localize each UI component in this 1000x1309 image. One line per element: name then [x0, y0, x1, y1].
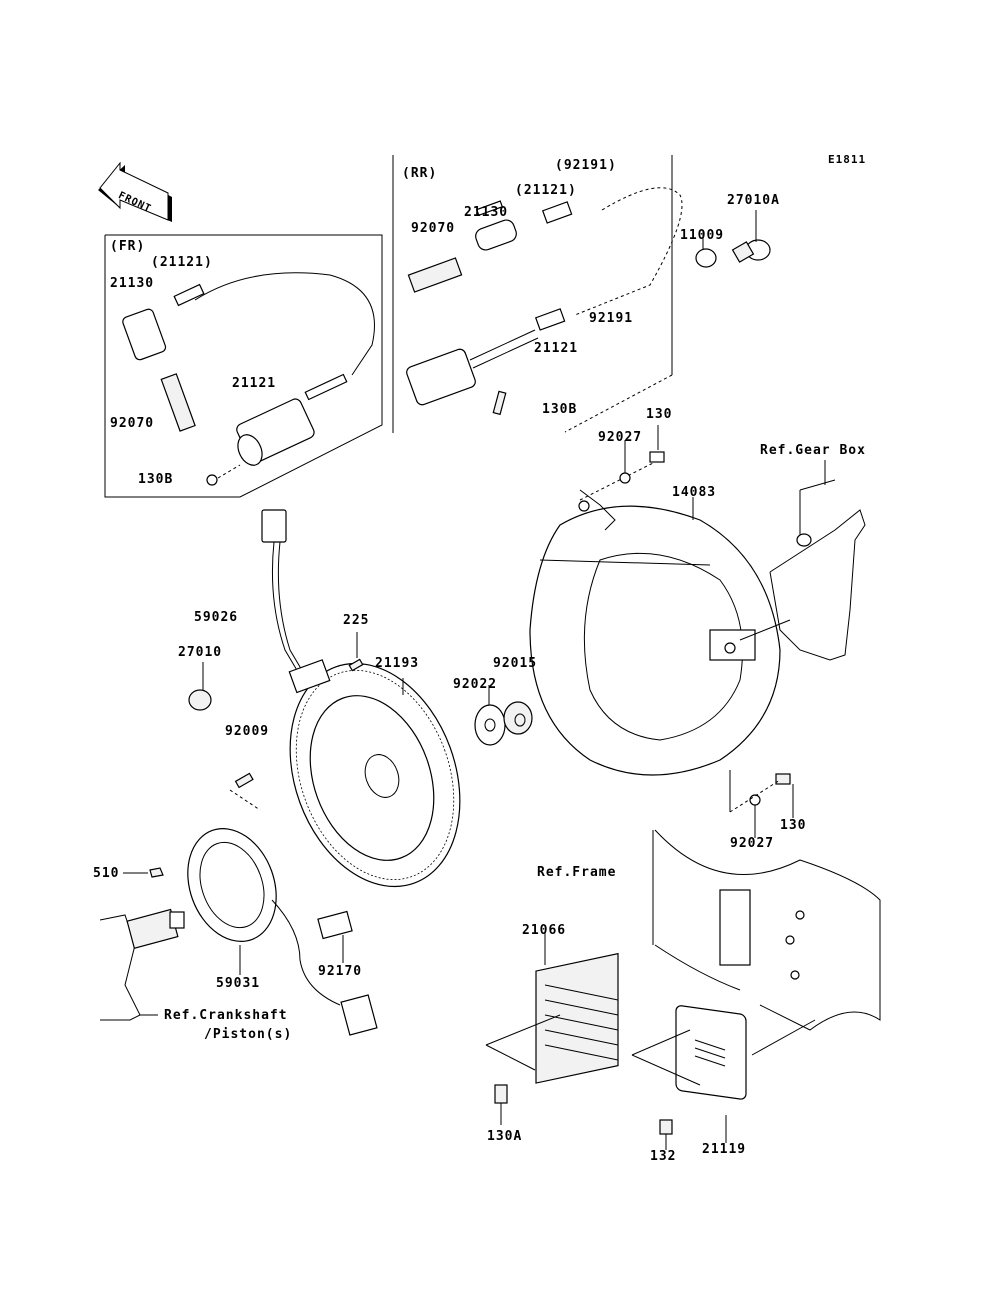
cdi-21119	[631, 1005, 816, 1150]
part-label-130a: 130A	[487, 1129, 523, 1144]
part-label-130b-fr: 130B	[138, 472, 174, 487]
front-arrow-icon	[98, 161, 172, 222]
part-label-59026: 59026	[194, 610, 239, 625]
part-label-92191-ref-rr: (92191)	[555, 158, 617, 173]
pickup-coil-59026	[261, 509, 364, 694]
bolt-130-bottom	[729, 770, 794, 838]
part-label-130-top: 130	[646, 407, 673, 422]
regulator-21066	[485, 932, 619, 1125]
part-label-92015: 92015	[493, 656, 538, 671]
part-label-21121-rr: 21121	[534, 341, 579, 356]
ref-piston-label: /Piston(s)	[204, 1027, 293, 1042]
stator-59031	[187, 828, 378, 1036]
part-label-92070-rr: 92070	[411, 221, 456, 236]
part-label-21121-ref-fr: (21121)	[151, 255, 213, 270]
part-label-92022: 92022	[453, 677, 498, 692]
frame-reference	[652, 829, 881, 1031]
part-label-92170: 92170	[318, 964, 363, 979]
rr-group-bottom-border	[564, 374, 673, 433]
part-label-130-bottom: 130	[780, 818, 807, 833]
part-label-132: 132	[650, 1149, 677, 1164]
fr-group-box	[104, 234, 383, 498]
flywheel-21193	[289, 662, 461, 888]
ref-frame-label: Ref.Frame	[537, 865, 617, 880]
part-label-510: 510	[93, 866, 120, 881]
part-label-92191-rr: 92191	[589, 311, 634, 326]
group-rear-label: (RR)	[402, 166, 438, 181]
part-label-14083: 14083	[672, 485, 717, 500]
part-label-21193: 21193	[375, 656, 420, 671]
part-label-21119: 21119	[702, 1142, 747, 1157]
cover-14083	[529, 425, 781, 776]
part-label-21066: 21066	[522, 923, 567, 938]
part-label-92027-top: 92027	[598, 430, 643, 445]
part-label-130b-rr: 130B	[542, 402, 578, 417]
part-label-225: 225	[343, 613, 370, 628]
bolt-92009	[229, 772, 261, 811]
part-label-21130-fr: 21130	[110, 276, 155, 291]
clamp-92170	[317, 910, 353, 963]
switch-27010a	[695, 210, 771, 268]
gear-box-bracket	[739, 460, 866, 661]
washer-92022	[474, 685, 506, 746]
ref-gear-box-label: Ref.Gear Box	[760, 443, 866, 458]
part-label-21130-rr: 21130	[464, 205, 509, 220]
fr-ignition-coil	[122, 272, 375, 486]
part-label-27010: 27010	[178, 645, 223, 660]
part-label-92009: 92009	[225, 724, 270, 739]
part-label-59031: 59031	[216, 976, 261, 991]
nut-92015	[503, 701, 533, 735]
part-label-21121-ref-rr: (21121)	[515, 183, 577, 198]
part-label-27010a: 27010A	[727, 193, 780, 208]
rr-ignition-coil	[406, 187, 683, 416]
ref-crankshaft-label: Ref.Crankshaft	[164, 1008, 288, 1023]
group-front-label: (FR)	[110, 239, 146, 254]
part-label-92070-fr: 92070	[110, 416, 155, 431]
diagram-code: E1811	[828, 153, 867, 166]
switch-27010	[188, 662, 212, 711]
part-label-21121-fr: 21121	[232, 376, 277, 391]
crankshaft	[99, 867, 185, 1021]
part-label-11009: 11009	[680, 228, 725, 243]
part-label-92027-bottom: 92027	[730, 836, 775, 851]
